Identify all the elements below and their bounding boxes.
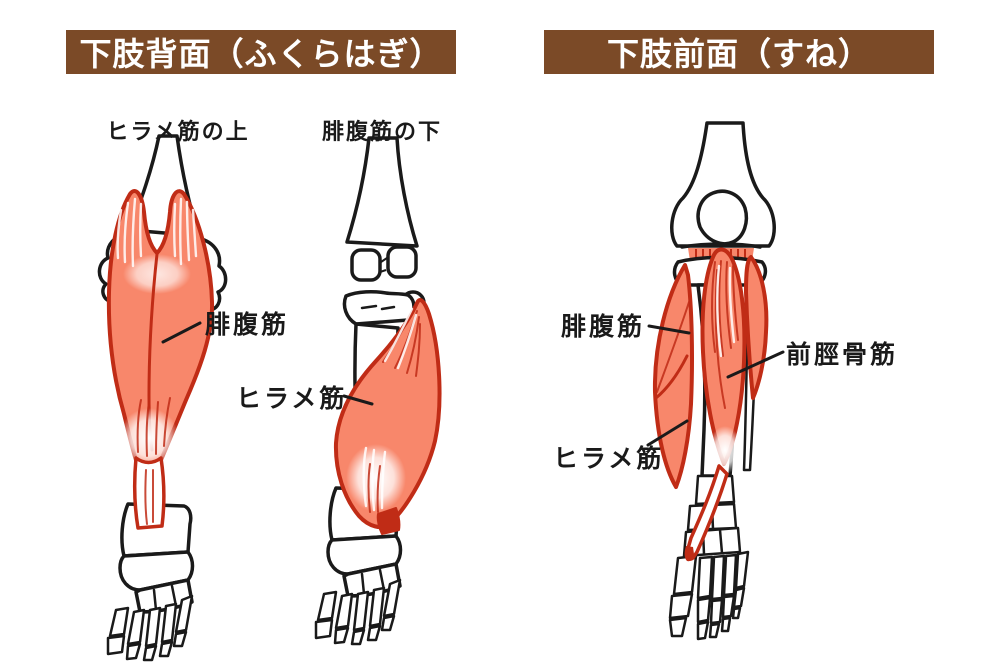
figure-calf-back-soleus	[314, 136, 442, 646]
left-panel-title: 下肢背面（ふくらはぎ）	[79, 35, 443, 73]
annotation-pointer-lines	[161, 321, 785, 447]
column-label-soleus-top: ヒラメ筋の上	[106, 120, 250, 145]
column-label-gastrocnemius-bottom: 腓腹筋の下	[321, 120, 442, 145]
tendon-tip	[684, 546, 694, 562]
tibialis-anterior-muscle-shape	[684, 247, 747, 562]
soleus-muscle-shape	[333, 298, 442, 535]
label-soleus-front: ヒラメ筋	[553, 444, 665, 473]
figure-shin-front	[652, 121, 776, 641]
pointer-soleus-front	[646, 419, 689, 447]
pointer-soleus-back	[342, 394, 374, 406]
gastrocnemius-muscle-shape	[106, 189, 215, 468]
label-gastrocnemius-back: 腓腹筋	[205, 310, 290, 339]
figure-calf-back-gastrocnemius	[97, 134, 228, 662]
pointer-tibialis-anterior	[726, 350, 785, 379]
label-tibialis-anterior: 前脛骨筋	[786, 340, 899, 369]
pointer-gastrocnemius-back	[161, 321, 202, 344]
pointer-gastrocnemius-front	[647, 324, 691, 335]
soleus-tendon-tip	[376, 507, 401, 535]
right-panel-banner: 下肢前面（すね）	[544, 30, 934, 74]
label-gastrocnemius-front: 腓腹筋	[561, 312, 646, 341]
right-panel-title: 下肢前面（すね）	[606, 35, 871, 73]
label-soleus-back: ヒラメ筋	[236, 384, 348, 413]
achilles-tendon-shape	[132, 456, 166, 530]
left-panel-banner: 下肢背面（ふくらはぎ）	[66, 30, 456, 74]
gastrocnemius-soleus-medial-shape	[652, 263, 694, 489]
